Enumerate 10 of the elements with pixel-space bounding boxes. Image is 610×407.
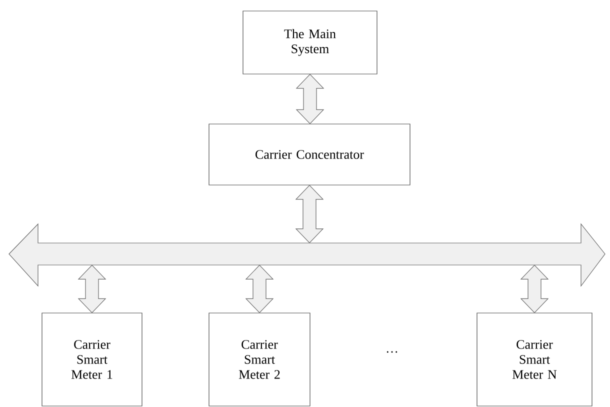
ellipsis: … bbox=[386, 351, 398, 353]
process-box: Carrier Smart Meter 2 bbox=[208, 312, 310, 406]
process-box: Carrier Concentrator bbox=[208, 124, 410, 186]
double-arrow bbox=[520, 264, 549, 314]
process-box: The Main System bbox=[242, 10, 378, 74]
process-box: Carrier Smart Meter 1 bbox=[42, 312, 142, 406]
process-box: Carrier Smart Meter N bbox=[476, 312, 592, 406]
double-arrow bbox=[245, 264, 274, 314]
double-arrow bbox=[78, 264, 106, 314]
bus-arrow bbox=[8, 223, 606, 287]
